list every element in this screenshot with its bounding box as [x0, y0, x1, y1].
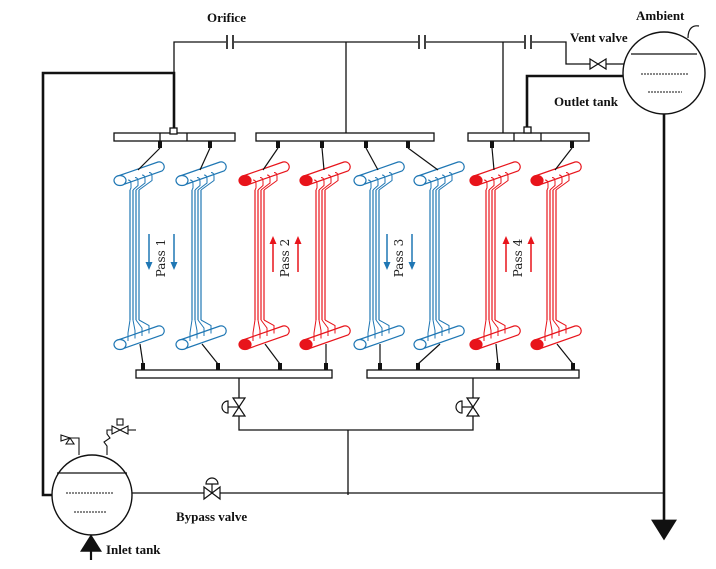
pass-2-group: Pass 2 [269, 236, 302, 277]
orifice-label: Orifice [207, 10, 246, 25]
inlet-tank [51, 454, 133, 536]
tube-bundle [406, 141, 465, 370]
bottom-header-2 [366, 369, 580, 379]
pass-1-group: Pass 1 [145, 234, 178, 277]
pass-4-group: Pass 4 [502, 236, 535, 277]
arrow-up-icon [269, 236, 277, 272]
inlet-riser-line [41, 71, 176, 497]
tube-bundle [469, 141, 521, 370]
orifice-line [173, 41, 628, 136]
arrow-down-icon [170, 234, 178, 270]
tube-bundle [238, 141, 290, 370]
safety-valve-icon [103, 418, 136, 455]
relief-valve-icon [60, 434, 80, 455]
arrow-down-icon [145, 234, 153, 270]
orifice-symbol [226, 35, 234, 49]
pass-label: Pass 2 [278, 239, 292, 277]
tube-bundle [299, 141, 351, 370]
top-header-3 [467, 126, 590, 142]
orifice-symbol [418, 35, 426, 49]
outlet-tank [622, 25, 706, 115]
arrow-up-icon [527, 236, 535, 272]
tube-bundle [353, 141, 405, 370]
ambient-label: Ambient [636, 8, 685, 23]
bottom-header-1 [135, 369, 333, 379]
bypass-valve-icon [203, 477, 221, 501]
tube-bundle [113, 141, 165, 370]
arrow-down-icon [383, 234, 391, 270]
vent-valve-label: Vent valve [570, 30, 628, 45]
vent-valve-icon [589, 57, 607, 71]
control-valve-icon [455, 397, 481, 417]
control-valve-icon [221, 397, 247, 417]
ambient-vent-icon [687, 25, 700, 39]
outlet-line [525, 74, 630, 131]
outlet-tank-label: Outlet tank [554, 94, 619, 109]
orifice-symbol [524, 35, 532, 49]
tube-bundles [113, 141, 582, 370]
arrow-down-icon [408, 234, 416, 270]
tube-bundle [530, 141, 582, 370]
tube-bundle [175, 141, 227, 370]
pass-label: Pass 3 [392, 239, 406, 277]
pass-3-group: Pass 3 [383, 234, 416, 277]
top-header-1 [113, 127, 236, 142]
arrow-up-icon [294, 236, 302, 272]
pass-labels: Pass 1 Pass 2 Pass 3 Pass 4 [145, 234, 535, 277]
pass-label: Pass 1 [154, 239, 168, 277]
bypass-valve-label: Bypass valve [176, 509, 247, 524]
arrow-up-icon [502, 236, 510, 272]
top-header-2 [255, 132, 435, 142]
inlet-tank-label: Inlet tank [106, 542, 161, 557]
pass-label: Pass 4 [511, 238, 525, 277]
lower-manifold [238, 378, 474, 495]
